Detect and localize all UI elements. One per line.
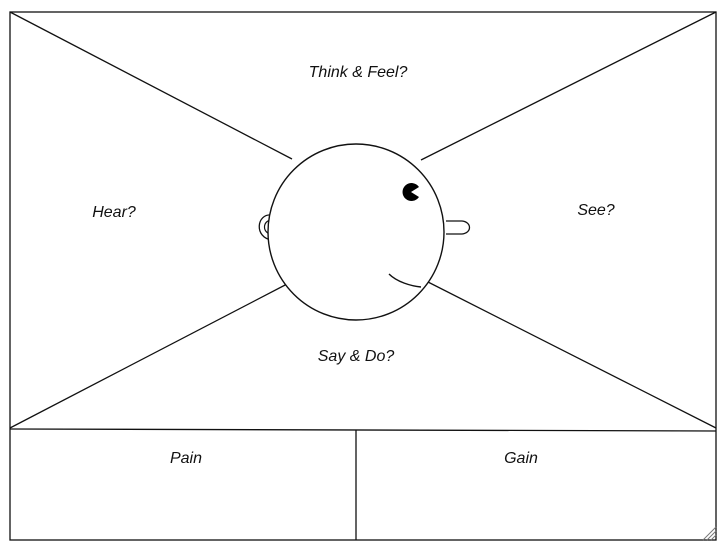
think-feel-label: Think & Feel? [308,64,408,81]
mouth-icon [388,273,422,288]
pain-gain-separator [9,428,717,432]
see-label: See? [577,202,615,219]
divider-bottom-right [427,281,717,429]
gain-label: Gain [504,450,538,467]
divider-top-left [9,11,293,160]
head-circle [267,143,445,321]
eye-icon [402,182,419,201]
hear-label: Hear? [92,204,136,221]
nose-icon [446,220,471,235]
resize-grip-icon[interactable] [702,526,717,541]
divider-bottom-left [9,282,290,429]
head-figure [258,143,471,321]
divider-top-right [420,11,717,161]
outer-frame [9,11,717,541]
pain-label: Pain [169,450,203,467]
say-do-label: Say & Do? [317,348,395,365]
